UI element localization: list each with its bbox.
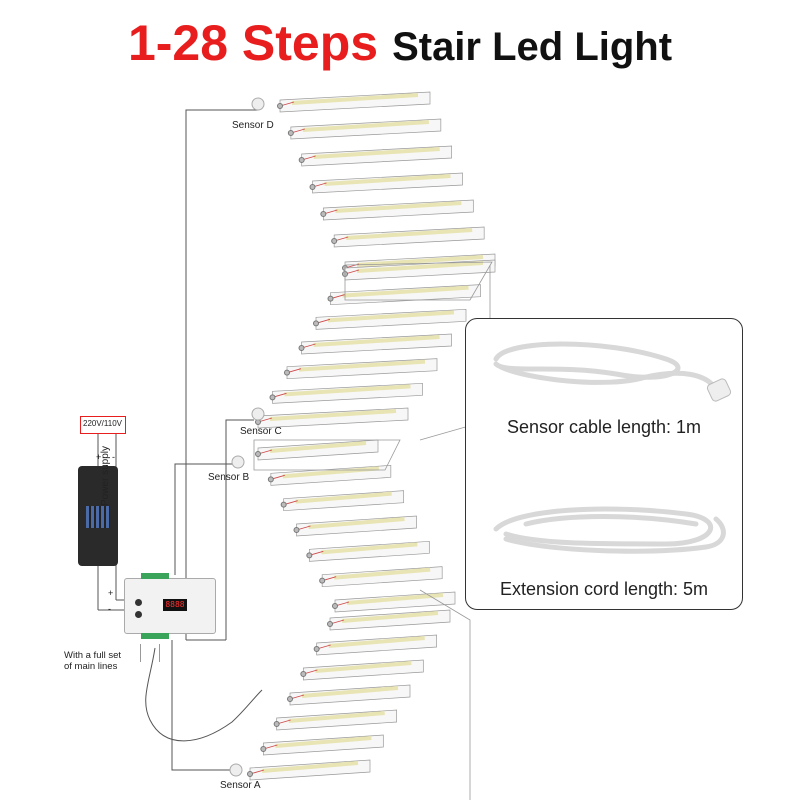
led-strip [261,761,359,773]
led-strip [291,93,419,105]
step-connector [298,157,305,163]
extension-cord-text: Extension cord length: 5m [499,579,709,599]
step-connector [313,320,319,327]
led-strip [321,542,418,555]
power-minus: - [112,452,115,462]
led-strip [313,335,440,347]
led-strip [284,384,411,397]
led-strip [356,261,484,273]
sensor-icon [231,455,245,469]
led-strip [346,593,444,605]
main-lines-note: With a full set of main lines [64,650,122,672]
step-connector [293,527,300,533]
step-connector [287,696,293,702]
sensor-a-label: Sensor A [220,780,261,791]
led-strip [301,686,399,698]
sensor-b-label: Sensor B [208,472,250,483]
controller-minus: - [108,604,111,614]
step-connector [255,451,261,457]
page-title: 1-28 Steps Stair Led Light [0,14,800,72]
step-connector [306,552,313,559]
led-strip [288,711,385,723]
led-strip [313,147,440,159]
power-plus: + [96,452,102,462]
led-strip [302,120,429,132]
extension-cord-icon [493,506,726,554]
step-connector [298,345,305,351]
button-icon[interactable] [135,611,142,618]
connector-plugs [140,644,160,662]
step-connector [280,501,287,508]
cable-illustrations [493,341,732,554]
step-connector [320,211,327,217]
led-strip [356,255,484,267]
step-connector [287,130,294,136]
terminal-bottom [141,633,169,639]
button-icon[interactable] [135,599,142,606]
led-strip [341,611,439,623]
step-connector [267,476,274,483]
voltage-box: 220V/110V [80,416,126,434]
voltage-label: 220V/110V [83,419,122,428]
vent-grille [86,506,110,528]
step-connector [331,238,338,244]
sensor-icon [229,763,243,777]
step-connector [260,746,267,752]
step-connector [332,603,338,609]
led-strip [328,636,425,648]
led-display: 8888 [163,599,187,611]
sensor-cable-icon [493,341,719,392]
led-strip [298,359,426,372]
step-connector [277,103,283,109]
step-connector [327,295,334,302]
led-strip [342,285,469,298]
step-connector [327,621,333,627]
led-strip [295,491,392,504]
power-supply [78,466,118,566]
step-connector [319,577,326,584]
sensor-d-label: Sensor D [232,120,274,131]
step-connector [309,184,316,190]
cable-info-panel: Sensor cable length: 1m Extension cord l… [465,318,743,610]
controller: 8888 [124,573,216,639]
terminal-top [141,573,169,579]
sensor-icon [251,97,265,111]
title-highlight: 1-28 Steps [127,15,379,71]
step-connector [247,771,253,777]
power-supply-label: Power supply [100,445,111,506]
led-strip [269,409,397,421]
led-strip [335,201,462,213]
step-connector [313,646,320,652]
led-strip [269,441,367,453]
led-strip [327,310,455,323]
sensor-head-icon [706,378,732,402]
led-strip [346,228,473,240]
title-rest: Stair Led Light [392,25,673,69]
step-connector [269,394,276,401]
sensor-icon [251,407,265,421]
sensor-cable-text: Sensor cable length: 1m [506,417,702,437]
step-connector [300,671,307,677]
led-strip [334,567,431,580]
controller-plus: + [108,588,114,598]
step-connector [284,369,290,376]
led-strip [324,174,451,186]
sensor-c-label: Sensor C [240,426,282,437]
led-strip [315,661,412,673]
led-strip [308,517,405,529]
step-connector [273,721,280,727]
control-wires [97,109,263,771]
led-strip [275,736,372,748]
